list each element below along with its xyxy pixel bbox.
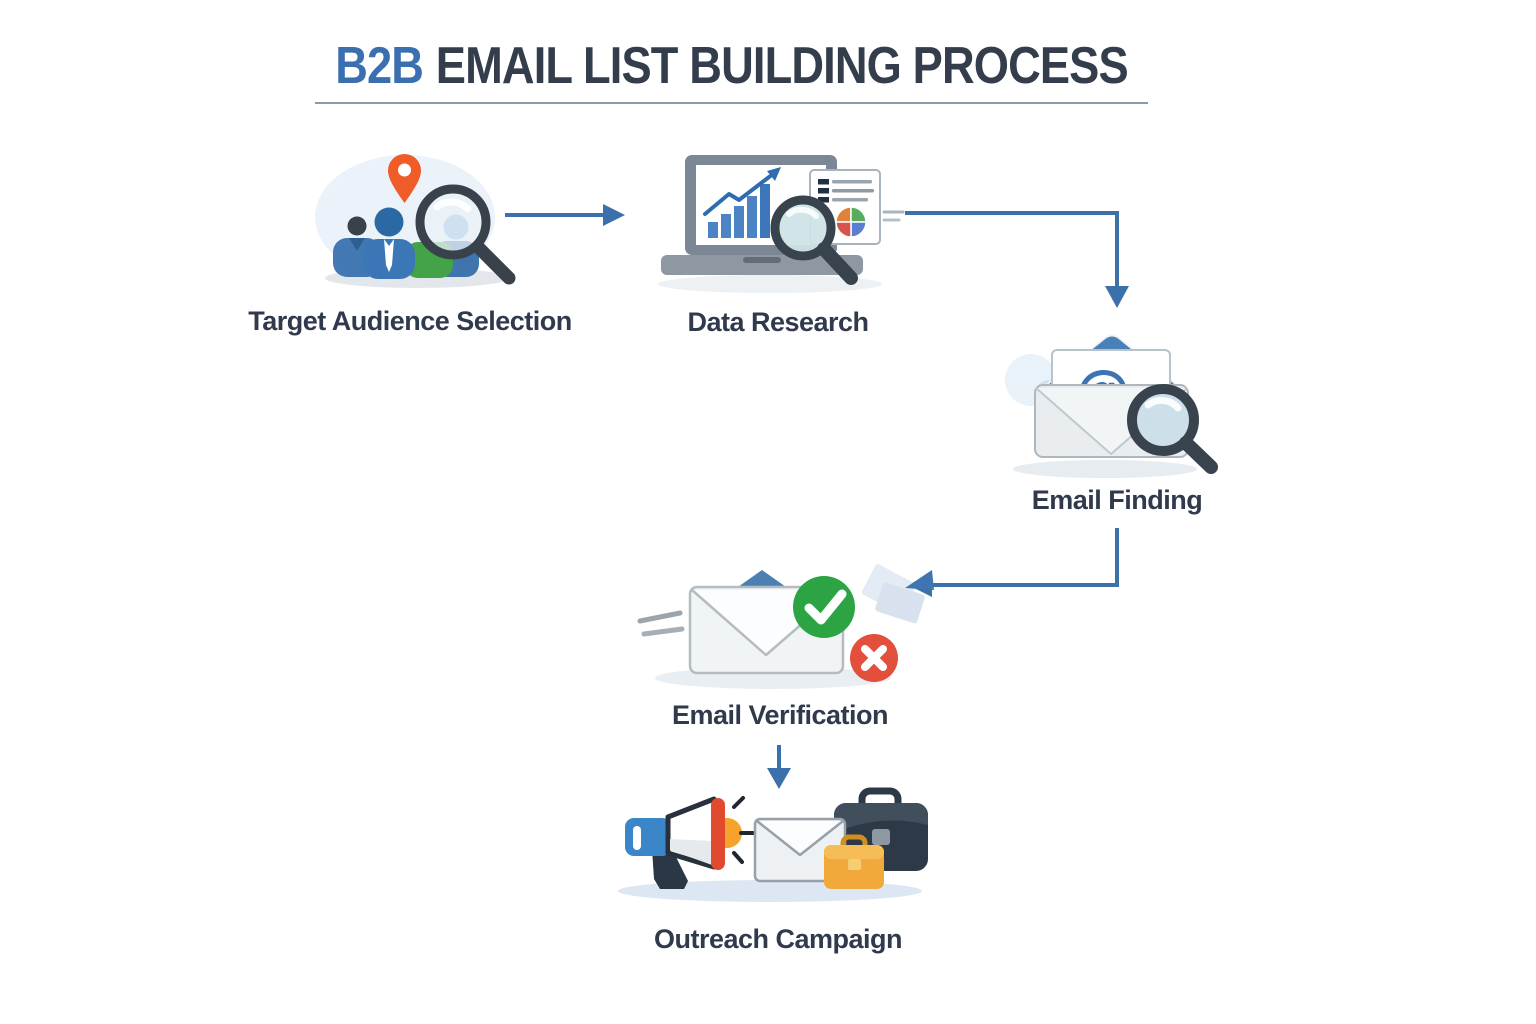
title-highlight: B2B xyxy=(335,37,425,95)
speed-lines xyxy=(637,610,685,637)
arrow-2-head xyxy=(1105,286,1129,308)
email-finding-icon: @ xyxy=(1005,334,1218,478)
arrow-1-line xyxy=(505,213,605,217)
step-label-target-audience: Target Audience Selection xyxy=(248,306,572,336)
data-research-icon xyxy=(658,155,905,293)
check-badge-icon xyxy=(793,576,855,638)
email-verification-icon xyxy=(637,564,934,689)
trend-line xyxy=(703,167,781,216)
briefcase-orange-icon xyxy=(824,834,884,889)
step-label-data-research: Data Research xyxy=(687,307,869,337)
pie-chart xyxy=(835,206,867,238)
arrow-2-line-horizontal xyxy=(905,211,1117,215)
magnifier-icon xyxy=(415,184,516,285)
magnifier-icon xyxy=(1127,384,1218,474)
envelope-icon xyxy=(753,817,847,883)
ground-shadow xyxy=(1013,460,1197,478)
arrow-3-line-vertical xyxy=(1115,528,1119,585)
location-pin-icon xyxy=(388,154,421,203)
step-label-email-finding: Email Finding xyxy=(1031,485,1203,515)
target-audience-icon xyxy=(315,154,516,288)
step-label-email-verification: Email Verification xyxy=(671,700,889,730)
megaphone-icon xyxy=(625,796,755,889)
title-underline xyxy=(315,102,1148,104)
title-rest: EMAIL LIST BUILDING PROCESS xyxy=(436,37,1129,95)
cross-badge-icon xyxy=(850,634,898,682)
arrow-1-head xyxy=(603,204,625,226)
ground-shadow xyxy=(658,275,882,293)
bar-chart xyxy=(708,184,770,238)
step-label-outreach-campaign: Outreach Campaign xyxy=(653,924,903,954)
arrow-2-line-vertical xyxy=(1115,211,1119,288)
arrow-4-head xyxy=(767,768,791,789)
outreach-campaign-icon xyxy=(618,787,928,902)
magnifier-icon xyxy=(770,195,858,285)
paper-scraps xyxy=(861,564,934,624)
arrow-3-line-horizontal xyxy=(930,583,1119,587)
arrow-4-line xyxy=(777,745,781,770)
person-center xyxy=(363,207,415,279)
